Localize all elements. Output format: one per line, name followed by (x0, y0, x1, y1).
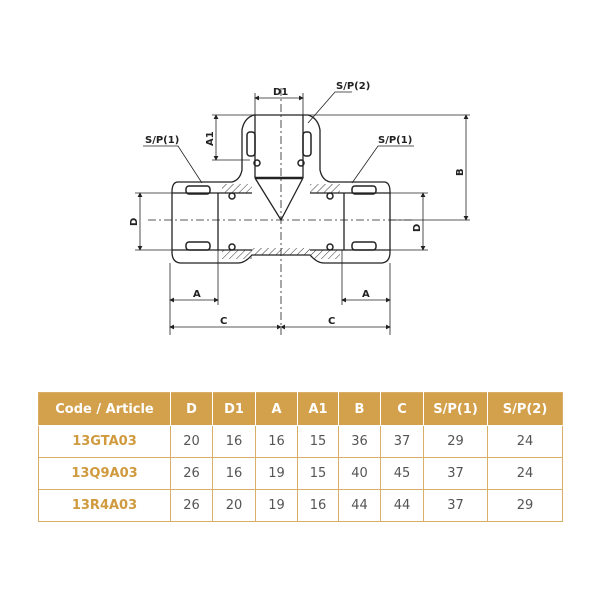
header-code: Code / Article (38, 392, 171, 426)
label-c-left: C (220, 316, 227, 327)
cell: 15 (297, 457, 339, 490)
label-a-right: A (362, 289, 370, 300)
label-sp2: S/P(2) (336, 81, 370, 92)
label-d1: D1 (273, 87, 288, 98)
cell: 44 (338, 489, 381, 522)
cell: 20 (170, 425, 213, 458)
cell: 44 (380, 489, 424, 522)
header-sp1: S/P(1) (423, 392, 488, 426)
cell: 37 (423, 457, 488, 490)
dimension-lines (135, 91, 470, 335)
table-row: 13R4A03 26 20 19 16 44 44 37 29 (38, 489, 563, 522)
header-a1: A1 (297, 392, 339, 426)
tee-fitting-technical-drawing: D1 S/P(2) S/P(1) S/P(1) A1 B D D A A C C (129, 81, 470, 335)
cell: 36 (338, 425, 381, 458)
cell-code: 13GTA03 (38, 425, 171, 458)
label-d-left: D (129, 218, 140, 226)
label-sp1-left: S/P(1) (145, 135, 179, 146)
cell: 40 (338, 457, 381, 490)
cell: 24 (487, 457, 563, 490)
label-c-right: C (328, 316, 335, 327)
dimensions-table: Code / Article D D1 A A1 B C S/P(1) S/P(… (38, 392, 563, 522)
cell: 29 (487, 489, 563, 522)
cell-code: 13R4A03 (38, 489, 171, 522)
cell: 16 (255, 425, 298, 458)
cell: 16 (212, 425, 256, 458)
header-c: C (380, 392, 424, 426)
cell: 26 (170, 489, 213, 522)
label-d-right: D (412, 224, 423, 232)
table-header-row: Code / Article D D1 A A1 B C S/P(1) S/P(… (38, 392, 563, 426)
header-sp2: S/P(2) (487, 392, 563, 426)
cell: 15 (297, 425, 339, 458)
cell: 16 (297, 489, 339, 522)
cell: 24 (487, 425, 563, 458)
cell: 19 (255, 457, 298, 490)
label-a-left: A (193, 289, 201, 300)
header-a: A (255, 392, 298, 426)
header-b: B (338, 392, 381, 426)
cell: 29 (423, 425, 488, 458)
label-sp1-right: S/P(1) (378, 135, 412, 146)
cell: 45 (380, 457, 424, 490)
cell: 26 (170, 457, 213, 490)
cell: 37 (423, 489, 488, 522)
label-a1: A1 (205, 131, 216, 146)
cell: 20 (212, 489, 256, 522)
cell: 37 (380, 425, 424, 458)
cell: 16 (212, 457, 256, 490)
center-lines (148, 88, 414, 335)
header-d1: D1 (212, 392, 256, 426)
label-b: B (455, 168, 466, 176)
table-row: 13Q9A03 26 16 19 15 40 45 37 24 (38, 457, 563, 490)
cell: 19 (255, 489, 298, 522)
table-row: 13GTA03 20 16 16 15 36 37 29 24 (38, 425, 563, 458)
cell-code: 13Q9A03 (38, 457, 171, 490)
header-d: D (170, 392, 213, 426)
